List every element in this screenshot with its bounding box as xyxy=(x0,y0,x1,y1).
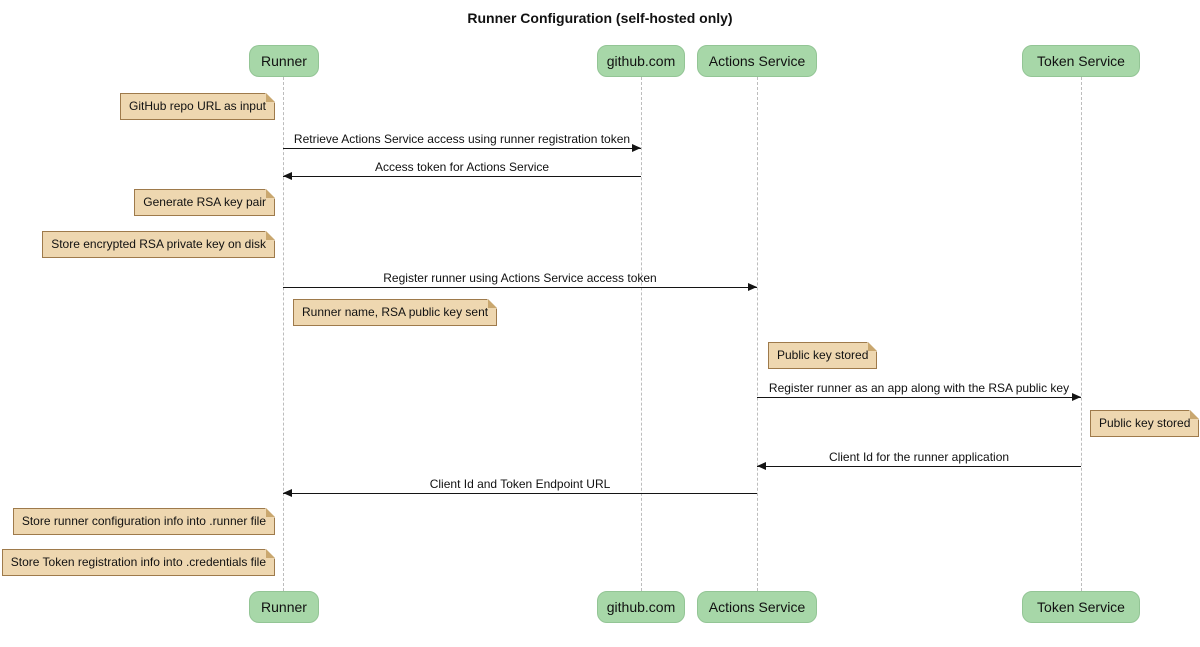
diagram-title: Runner Configuration (self-hosted only) xyxy=(467,10,733,26)
message-label: Client Id for the runner application xyxy=(828,450,1010,464)
note-public-key-stored-token: Public key stored xyxy=(1090,410,1200,437)
note-generate-rsa-key-pair: Generate RSA key pair xyxy=(134,189,275,216)
message-line xyxy=(283,287,757,288)
note-store-encrypted-key: Store encrypted RSA private key on disk xyxy=(42,231,275,258)
message-label: Register runner as an app along with the… xyxy=(768,381,1070,395)
message-line xyxy=(283,176,641,177)
participant-token-service-bottom: Token Service xyxy=(1022,591,1140,623)
participant-actions-service-bottom: Actions Service xyxy=(697,591,817,623)
lifeline-token-service xyxy=(1081,77,1082,591)
participant-actions-service-top: Actions Service xyxy=(697,45,817,77)
participant-github-bottom: github.com xyxy=(597,591,685,623)
lifeline-runner xyxy=(283,77,284,591)
lifeline-actions-service xyxy=(757,77,758,591)
message-line xyxy=(757,397,1081,398)
message-line xyxy=(283,148,641,149)
participant-github-top: github.com xyxy=(597,45,685,77)
note-store-token-registration: Store Token registration info into .cred… xyxy=(1,549,276,576)
note-store-runner-config: Store runner configuration info into .ru… xyxy=(12,508,276,535)
message-label: Client Id and Token Endpoint URL xyxy=(429,477,611,491)
participant-token-service-top: Token Service xyxy=(1022,45,1140,77)
lifeline-github xyxy=(641,77,642,591)
participant-runner-top: Runner xyxy=(249,45,319,77)
message-label: Register runner using Actions Service ac… xyxy=(383,271,657,285)
note-public-key-stored-actions: Public key stored xyxy=(768,342,878,369)
arrowhead xyxy=(757,462,766,470)
message-label: Retrieve Actions Service access using ru… xyxy=(293,132,631,146)
arrowhead xyxy=(283,489,292,497)
message-label: Access token for Actions Service xyxy=(374,160,550,174)
arrowhead xyxy=(748,283,757,291)
arrowhead xyxy=(283,172,292,180)
participant-runner-bottom: Runner xyxy=(249,591,319,623)
message-line xyxy=(757,466,1081,467)
message-line xyxy=(283,493,757,494)
note-github-repo-url: GitHub repo URL as input xyxy=(120,93,275,120)
note-runner-name-key-sent: Runner name, RSA public key sent xyxy=(293,299,498,326)
arrowhead xyxy=(1072,393,1081,401)
arrowhead xyxy=(632,144,641,152)
